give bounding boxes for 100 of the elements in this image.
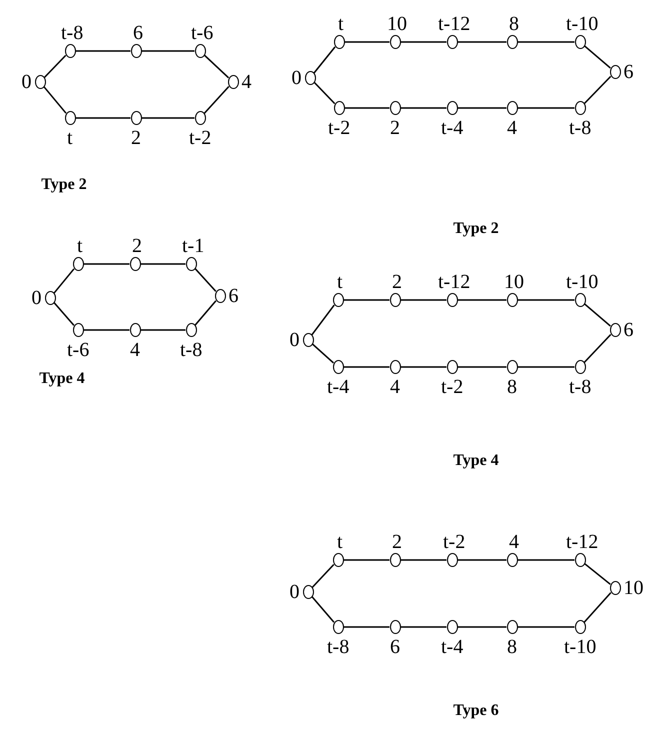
type-caption: Type 2 <box>41 176 87 194</box>
vertex-circle <box>228 75 238 89</box>
vertex-circle <box>64 44 76 58</box>
vertex-label: 2 <box>390 118 400 138</box>
vertex-circle <box>334 101 344 115</box>
vertex-circle <box>72 323 84 337</box>
graph-edge <box>194 300 217 326</box>
vertex-label: t-10 <box>566 14 598 34</box>
vertex-circle <box>332 553 344 567</box>
vertex-label: t-12 <box>438 14 470 34</box>
vertex-circle <box>130 257 140 271</box>
graph-edge <box>458 559 506 561</box>
vertex-circle <box>574 35 586 49</box>
graph-edge <box>458 299 506 301</box>
graph-edge <box>584 563 611 585</box>
vertex-circle <box>610 323 620 337</box>
vertex-label: 4 <box>390 377 400 397</box>
graph-edge <box>344 41 390 43</box>
vertex-circle <box>574 620 586 634</box>
graph-edge <box>518 626 574 628</box>
vertex-label: 6 <box>228 286 238 306</box>
graph-edge <box>400 626 446 628</box>
graph-edge <box>400 107 446 109</box>
vertex-circle <box>390 620 400 634</box>
vertex-label: 2 <box>132 236 142 256</box>
vertex-label: 0 <box>32 288 42 308</box>
graph-edge <box>458 366 506 368</box>
vertex-label: t-10 <box>566 272 598 292</box>
graph-edge <box>344 366 390 368</box>
vertex-circle <box>130 111 142 125</box>
vertex-circle <box>506 620 518 634</box>
vertex-circle <box>130 44 142 58</box>
vertex-circle <box>64 111 76 125</box>
graph-edge <box>458 41 506 43</box>
vertex-label: 0 <box>290 330 300 350</box>
vertex-label: 2 <box>392 532 402 552</box>
vertex-circle <box>574 101 586 115</box>
graph-edge <box>84 329 130 331</box>
vertex-label: t-4 <box>327 377 350 397</box>
graph-edge <box>142 50 194 52</box>
vertex-label: t-6 <box>67 340 90 360</box>
vertex-label: 6 <box>624 62 634 82</box>
graph-edge <box>400 299 446 301</box>
vertex-label: t-4 <box>441 637 464 657</box>
graph-edge <box>76 50 130 52</box>
vertex-label: t-4 <box>441 118 464 138</box>
vertex-label: t-8 <box>569 118 592 138</box>
graph-edge <box>458 107 506 109</box>
vertex-circle <box>186 323 196 337</box>
vertex-label: 8 <box>509 14 519 34</box>
vertex-circle <box>610 581 620 595</box>
graph-edge <box>43 86 67 114</box>
vertex-label: 0 <box>292 68 302 88</box>
vertex-label: 6 <box>133 23 143 43</box>
vertex-label: t <box>67 128 73 148</box>
vertex-circle <box>304 71 316 85</box>
vertex-label: 4 <box>507 118 517 138</box>
graph-edge <box>44 54 66 78</box>
graph-edge <box>400 366 446 368</box>
graph-edge <box>344 626 390 628</box>
graph-edge <box>584 76 612 104</box>
graph-edge <box>518 559 574 561</box>
graph-edge <box>344 559 390 561</box>
graph-edge <box>204 54 230 78</box>
type-caption: Type 4 <box>39 370 85 388</box>
vertex-label: 10 <box>624 578 644 598</box>
graph-edge <box>76 117 130 119</box>
vertex-label: 0 <box>22 72 32 92</box>
graph-edge <box>140 263 186 265</box>
vertex-label: 4 <box>242 72 252 92</box>
graph-edge <box>400 559 446 561</box>
vertex-label: t-10 <box>564 637 596 657</box>
vertex-circle <box>446 360 458 374</box>
vertex-circle <box>574 553 586 567</box>
graph-edge <box>204 86 230 114</box>
vertex-circle <box>334 35 344 49</box>
vertex-label: 10 <box>504 272 524 292</box>
graph-edge <box>194 268 216 292</box>
vertex-circle <box>506 553 518 567</box>
vertex-circle <box>390 360 400 374</box>
vertex-circle <box>446 101 458 115</box>
vertex-label: t-2 <box>443 532 466 552</box>
graph-edge <box>518 41 574 43</box>
graph-edge <box>311 596 335 623</box>
vertex-label: 4 <box>509 532 519 552</box>
graph-edge <box>344 107 390 109</box>
vertex-label: t-8 <box>180 340 202 360</box>
vertex-label: t <box>77 236 83 256</box>
vertex-label: t-6 <box>191 23 214 43</box>
vertex-circle <box>44 291 56 305</box>
vertex-circle <box>194 44 206 58</box>
graph-edge <box>312 564 334 588</box>
graph-edge <box>584 334 612 364</box>
vertex-circle <box>574 360 586 374</box>
vertex-label: t <box>337 532 343 552</box>
vertex-label: 0 <box>290 582 300 602</box>
vertex-label: t-12 <box>566 532 598 552</box>
vertex-circle <box>302 333 314 347</box>
vertex-circle <box>506 360 518 374</box>
graph-edge <box>518 299 574 301</box>
